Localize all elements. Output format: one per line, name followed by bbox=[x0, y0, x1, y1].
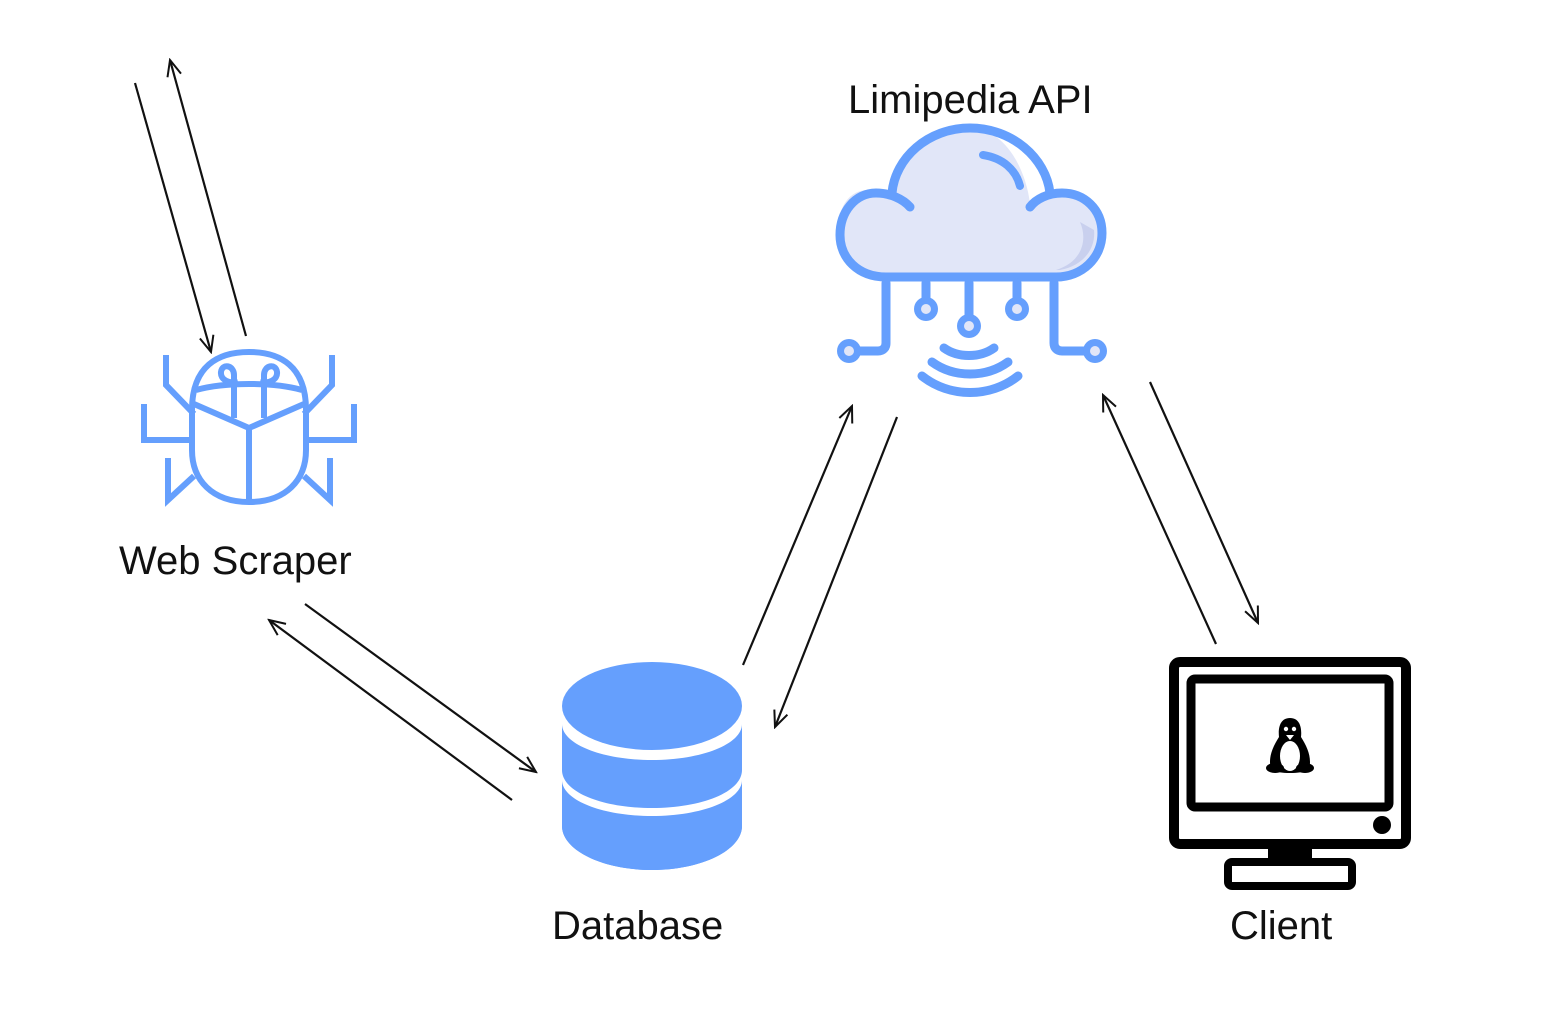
bug-icon bbox=[141, 348, 357, 507]
arrow-api-to-client bbox=[1148, 381, 1258, 623]
linux-penguin-icon bbox=[1266, 718, 1314, 773]
arrow-external-to-scraper bbox=[133, 82, 211, 352]
arrow-scraper-to-database bbox=[304, 603, 536, 772]
arrows bbox=[133, 60, 1258, 801]
arrow-database-to-api bbox=[741, 406, 852, 666]
client-label: Client bbox=[1230, 904, 1333, 948]
monitor-linux-icon bbox=[1169, 657, 1411, 890]
database-label: Database bbox=[552, 904, 724, 948]
web-scraper-label: Web Scraper bbox=[119, 539, 352, 583]
arrow-scraper-to-external bbox=[170, 60, 248, 337]
arrow-database-to-scraper bbox=[269, 620, 513, 801]
api-label: Limipedia API bbox=[848, 78, 1093, 122]
arrow-client-to-api bbox=[1103, 395, 1218, 645]
arrow-api-to-database bbox=[775, 416, 899, 727]
cloud-network-icon bbox=[835, 123, 1107, 397]
database-icon bbox=[562, 662, 742, 870]
